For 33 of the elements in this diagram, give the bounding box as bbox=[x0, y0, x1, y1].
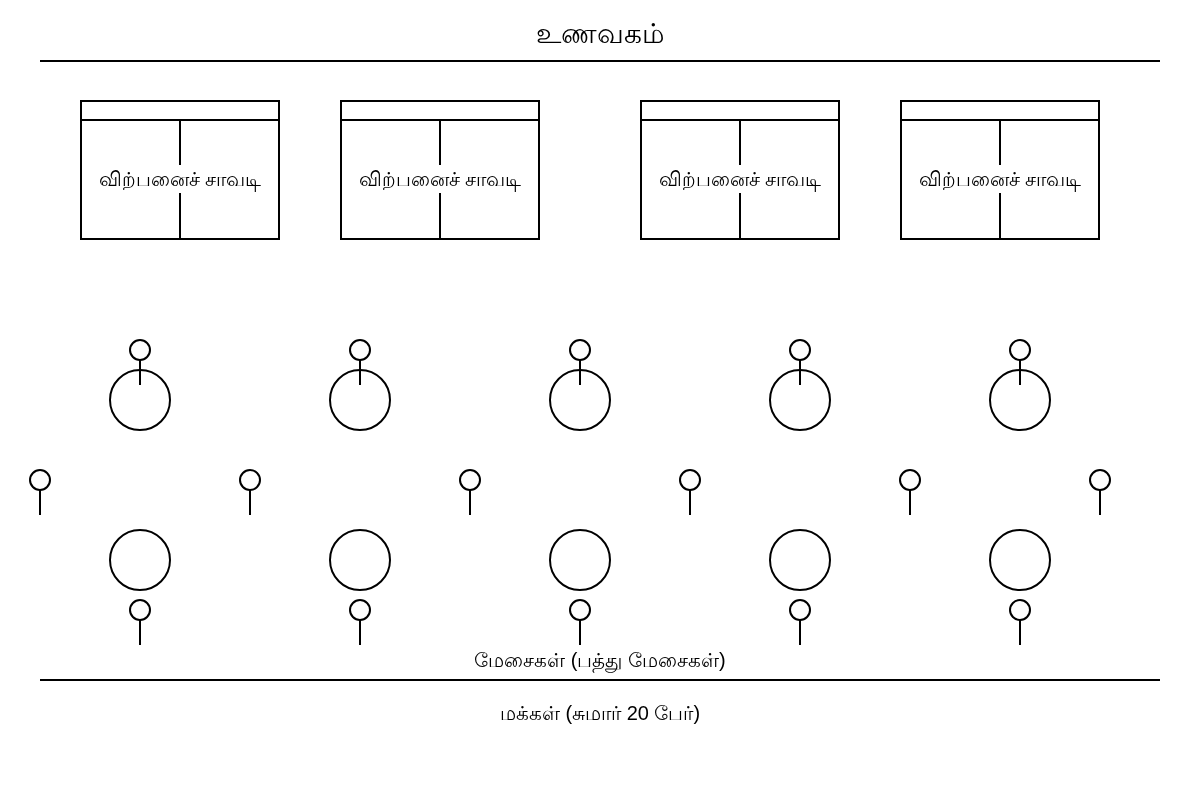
person-icon bbox=[1089, 469, 1111, 515]
person-icon bbox=[569, 599, 591, 645]
person-icon bbox=[349, 339, 371, 385]
table-circle bbox=[109, 529, 171, 591]
person-icon bbox=[1009, 599, 1031, 645]
table-circle bbox=[329, 369, 391, 431]
table-circle bbox=[989, 529, 1051, 591]
person-icon bbox=[1009, 339, 1031, 385]
person-icon bbox=[349, 599, 371, 645]
section-label: மக்கள் (சுமார் 20 பேர்) bbox=[499, 701, 701, 725]
person-icon bbox=[899, 469, 921, 515]
booth-box: விற்பனைச் சாவடி bbox=[340, 100, 540, 240]
table-circle bbox=[989, 369, 1051, 431]
person-icon bbox=[239, 469, 261, 515]
person-icon bbox=[129, 339, 151, 385]
person-icon bbox=[789, 599, 811, 645]
person-icon bbox=[569, 339, 591, 385]
booth-box: விற்பனைச் சாவடி bbox=[900, 100, 1100, 240]
person-icon bbox=[29, 469, 51, 515]
table-circle bbox=[549, 529, 611, 591]
section-label: மேசைகள் (பத்து மேசைகள்) bbox=[474, 648, 726, 672]
booth-box: விற்பனைச் சாவடி bbox=[80, 100, 280, 240]
table-circle bbox=[109, 369, 171, 431]
table-circle bbox=[769, 529, 831, 591]
person-icon bbox=[129, 599, 151, 645]
booth-box: விற்பனைச் சாவடி bbox=[640, 100, 840, 240]
person-icon bbox=[789, 339, 811, 385]
person-icon bbox=[679, 469, 701, 515]
title: உணவகம் bbox=[535, 17, 665, 51]
table-circle bbox=[329, 529, 391, 591]
table-circle bbox=[769, 369, 831, 431]
table-circle bbox=[549, 369, 611, 431]
person-icon bbox=[459, 469, 481, 515]
